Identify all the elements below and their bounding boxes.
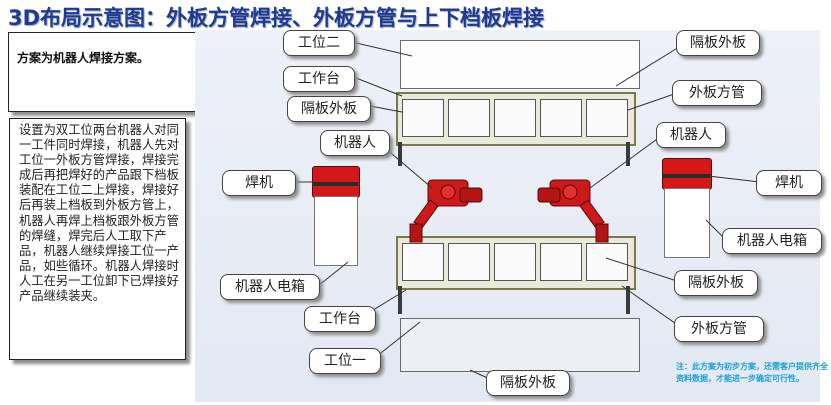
bottom-partition-wall (400, 318, 640, 372)
upper-frame-leg (398, 142, 402, 166)
label-robot-right: 机器人 (656, 122, 726, 148)
label-station1: 工位一 (309, 348, 381, 374)
description-text: 设置为双工位两台机器人对同一工件同时焊接，机器人先对工位一外板方管焊接，焊接完成… (19, 123, 179, 304)
upper-slot (448, 99, 490, 137)
label-robot-cabinet-left: 机器人电箱 (220, 274, 320, 300)
upper-slot (494, 99, 536, 137)
upper-slot (402, 99, 444, 137)
lower-frame-leg (398, 286, 402, 314)
label-partition-outer-top-right: 隔板外板 (676, 30, 760, 56)
lower-slot (402, 243, 444, 281)
lower-frame-leg (626, 286, 630, 314)
upper-frame-leg (626, 142, 630, 166)
label-robot-cabinet-right: 机器人电箱 (722, 228, 822, 254)
label-partition-outer-mid-right: 隔板外板 (674, 270, 758, 296)
label-welder-left: 焊机 (222, 170, 296, 196)
label-outer-tube-bottom: 外板方管 (674, 316, 764, 342)
lower-slot (494, 243, 536, 281)
upper-slot (586, 99, 628, 137)
right-robot-icon (537, 179, 609, 243)
label-partition-outer-bottom: 隔板外板 (486, 370, 570, 396)
label-station2: 工位二 (283, 30, 355, 56)
top-partition-wall (400, 40, 640, 89)
page-title: 3D布局示意图：外板方管焊接、外板方管与上下档板焊接 (8, 6, 545, 30)
left-robot-cabinet (314, 196, 358, 266)
right-welder-band (662, 174, 710, 178)
label-welder-right: 焊机 (756, 170, 822, 196)
label-worktable-top: 工作台 (283, 66, 355, 92)
footnote: 注：此方案为初步方案，还需客户提供齐全资料数据，才能进一步确定可行性。 (676, 362, 828, 383)
upper-slot (540, 99, 582, 137)
label-robot-left: 机器人 (320, 130, 390, 156)
label-outer-tube-top: 外板方管 (672, 80, 762, 106)
label-worktable-bottom: 工作台 (304, 306, 376, 332)
left-robot-icon (409, 179, 483, 243)
left-welder-band (312, 182, 358, 186)
lower-slot (540, 243, 582, 281)
lower-slot (586, 243, 628, 281)
label-partition-outer-left: 隔板外板 (287, 96, 371, 122)
robot-arms-drawing (409, 179, 609, 243)
summary-text: 方案为机器人焊接方案。 (17, 51, 150, 65)
lower-slot (448, 243, 490, 281)
description-box: 设置为双工位两台机器人对同一工件同时焊接，机器人先对工位一外板方管焊接，焊接完成… (9, 118, 186, 360)
